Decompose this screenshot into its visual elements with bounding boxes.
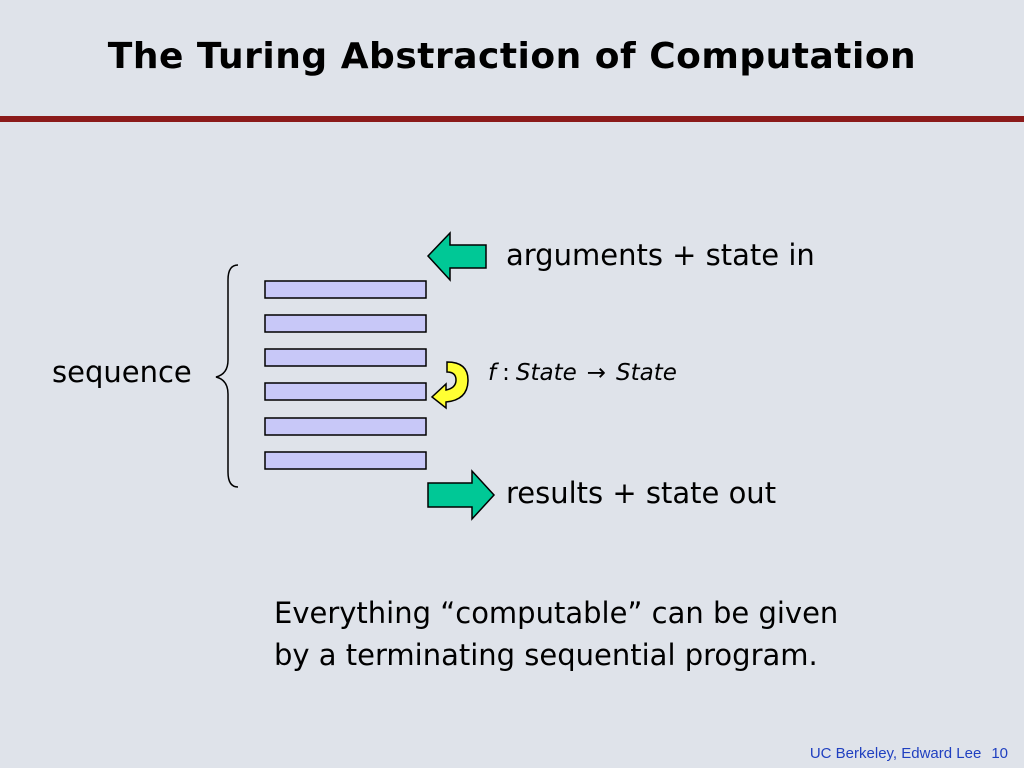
instruction-bar	[264, 451, 427, 470]
instruction-bar	[264, 382, 427, 401]
instruction-bar	[264, 314, 427, 333]
function-signature: f:State→State	[488, 360, 677, 386]
statement-line-1: Everything “computable” can be given	[274, 596, 839, 630]
sequence-label: sequence	[52, 355, 192, 389]
title-divider	[0, 116, 1024, 122]
instruction-bar	[264, 417, 427, 436]
instruction-bar	[264, 280, 427, 299]
slide-title: The Turing Abstraction of Computation	[107, 36, 917, 77]
page-number: 10	[991, 745, 1008, 762]
function-arrow: →	[586, 360, 607, 386]
function-codomain: State	[616, 360, 677, 386]
footer-credit: UC Berkeley, Edward Lee	[809, 745, 982, 762]
function-colon: :	[502, 360, 510, 386]
instruction-bar	[264, 348, 427, 367]
right-arrow-icon	[427, 469, 496, 521]
slide-footer: UC Berkeley, Edward Lee 10	[810, 745, 1008, 762]
function-domain: State	[515, 360, 577, 386]
output-label: results + state out	[506, 476, 777, 510]
curly-brace-icon	[215, 264, 239, 488]
statement: Everything “computable” can be given by …	[274, 592, 838, 676]
function-name: f	[488, 360, 497, 386]
statement-line-2: by a terminating sequential program.	[274, 638, 818, 672]
loop-arrow-icon	[430, 361, 469, 410]
input-label: arguments + state in	[506, 238, 815, 272]
left-arrow-icon	[426, 231, 487, 282]
